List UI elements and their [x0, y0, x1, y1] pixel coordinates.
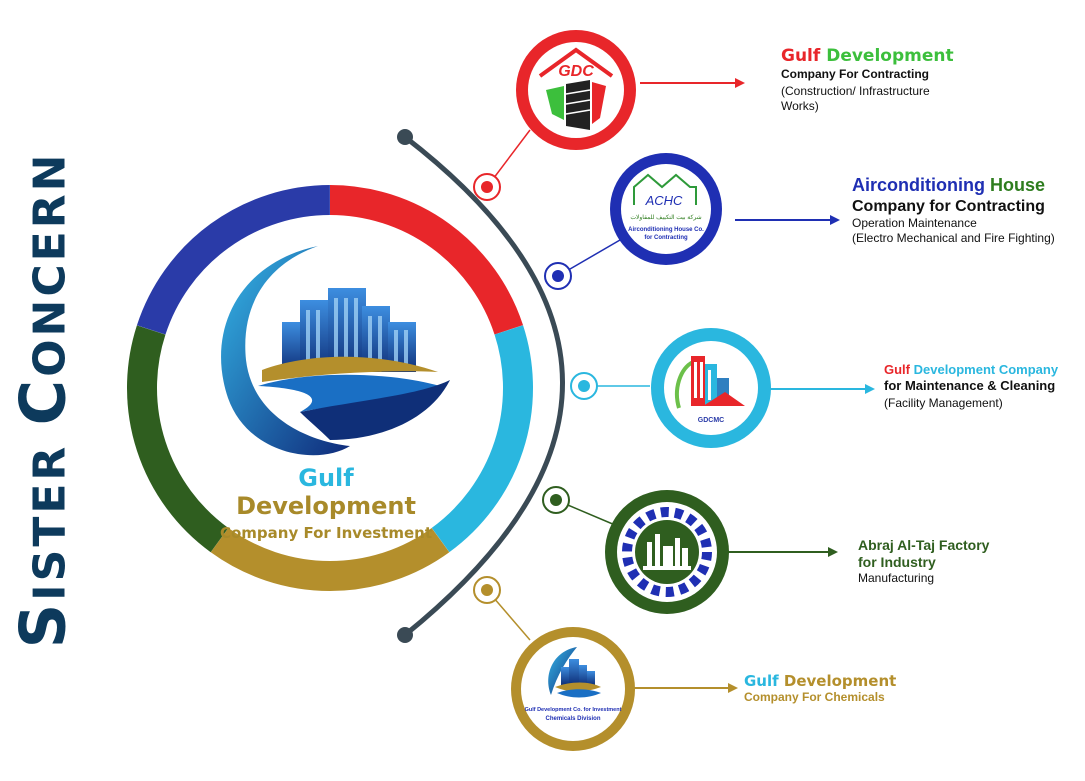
concern-label-5: Gulf Development Company For Chemicals: [744, 672, 897, 705]
buildings-logo-icon: GDCMC: [674, 356, 745, 424]
svg-text:ACHC: ACHC: [645, 193, 683, 208]
center-company-name: Gulf Development Company For Investment: [208, 464, 444, 542]
concern-node-2: ACHC شركة بيت التكييف للمقاولات Aircondi…: [610, 153, 722, 265]
svg-text:Chemicals Division: Chemicals Division: [545, 716, 600, 722]
concern-node-1: GDC: [516, 30, 636, 150]
timeline-end-dot: [397, 627, 413, 643]
svg-text:for Contracting: for Contracting: [644, 235, 688, 241]
center-name-part-a: Gulf: [298, 464, 354, 492]
svg-text:Airconditioning House Co.: Airconditioning House Co.: [628, 227, 704, 233]
timeline-arc: [402, 134, 565, 638]
concern-label-3: Gulf Development Company for Maintenance…: [884, 362, 1059, 410]
timeline-start-dot: [397, 129, 413, 145]
svg-text:شركة بيت التكييف للمقاولات: شركة بيت التكييف للمقاولات: [630, 214, 701, 221]
svg-text:Gulf Development Co. for Inves: Gulf Development Co. for Investment: [525, 707, 622, 713]
concern-node-3: GDCMC: [651, 328, 771, 448]
concern-node-4: [605, 490, 729, 614]
chemicals-logo-icon: Gulf Development Co. for Investment Chem…: [525, 647, 622, 722]
concern-label-1: Gulf Development Company For Contracting…: [781, 46, 954, 113]
concern-label-4: Abraj Al-Taj Factory for Industry Manufa…: [858, 537, 990, 586]
center-logo-icon: [221, 246, 450, 456]
concern-node-5: Gulf Development Co. for Investment Chem…: [511, 627, 635, 751]
center-name-line2: Company For Investment: [219, 524, 432, 542]
gdc-building-logo-icon: GDC: [538, 47, 614, 130]
svg-text:GDC: GDC: [558, 63, 594, 80]
factory-gear-logo-icon: [622, 507, 712, 597]
svg-text:GDCMC: GDCMC: [698, 417, 724, 424]
center-name-part-b: Development: [236, 492, 416, 520]
concern-label-2: Airconditioning House Company for Contra…: [852, 175, 1055, 246]
house-logo-icon: ACHC شركة بيت التكييف للمقاولات Aircondi…: [628, 173, 704, 241]
